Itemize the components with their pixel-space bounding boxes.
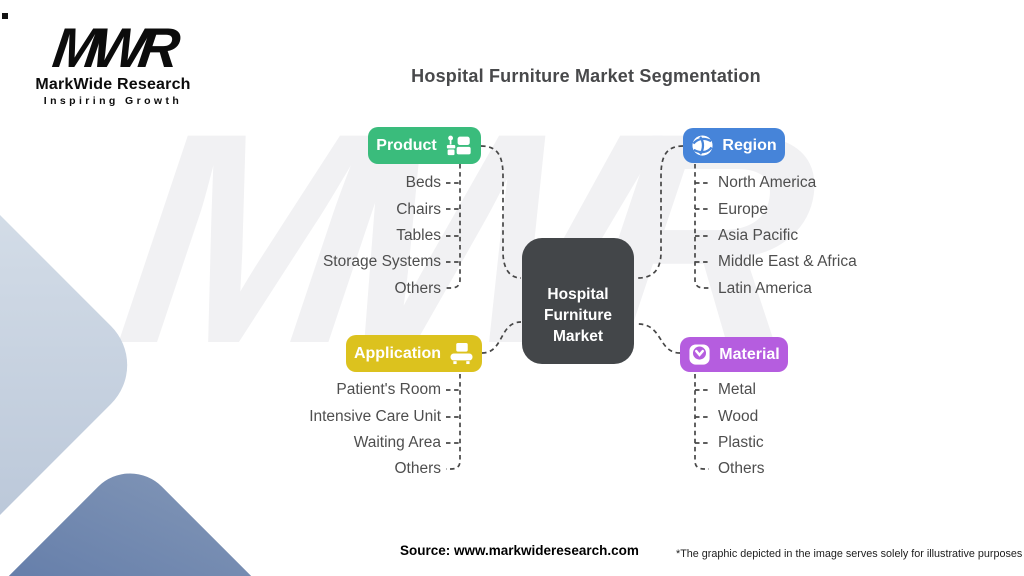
- brand-name: MarkWide Research: [35, 76, 191, 93]
- segment-item: North America: [718, 174, 817, 192]
- sofa-icon: [450, 342, 473, 365]
- segment-item: Tables: [396, 226, 441, 244]
- segment-item: Chairs: [396, 200, 441, 218]
- segment-item: Latin America: [718, 279, 812, 297]
- diagram-title: Hospital Furniture Market Segmentation: [411, 66, 761, 86]
- product-spine-line: [446, 164, 461, 289]
- application-spine-line: [446, 374, 461, 470]
- corner-dot: [2, 13, 8, 19]
- application-item-ticks: [446, 389, 460, 444]
- product-to-center-line: [480, 145, 522, 279]
- central-node: Hospital Furniture Market: [522, 238, 634, 364]
- branch-label-product: Product: [376, 136, 437, 154]
- branch-node-region: Region: [683, 128, 785, 163]
- product-item-ticks: [446, 182, 460, 263]
- branch-node-product: Product: [368, 127, 481, 164]
- branch-label-material: Material: [719, 345, 780, 363]
- region-spine-line: [694, 164, 709, 289]
- branch-node-application: Application: [346, 335, 482, 372]
- region-item-ticks: [695, 182, 709, 263]
- brand-tagline: Inspiring Growth: [43, 95, 183, 107]
- segment-item: Plastic: [718, 433, 764, 451]
- globe-icon: [692, 135, 713, 156]
- segment-item: Europe: [718, 200, 768, 218]
- disclaimer-text: *The graphic depicted in the image serve…: [676, 548, 1023, 560]
- segment-item: Patient's Room: [336, 381, 441, 399]
- segment-item: Others: [394, 279, 441, 297]
- hospital-bed-icon: [446, 135, 471, 156]
- application-to-center-line: [481, 321, 522, 354]
- central-node-line: Market: [553, 328, 603, 345]
- segment-item: Waiting Area: [353, 433, 441, 451]
- central-node-line: Hospital: [547, 286, 609, 303]
- branch-label-region: Region: [722, 136, 777, 154]
- brand-logo-mark: MWR: [49, 16, 177, 79]
- material-spine-line: [694, 374, 709, 470]
- material-icon: [689, 344, 710, 365]
- segment-item: Wood: [718, 407, 759, 425]
- segment-item: Others: [718, 460, 765, 478]
- brand-logo: MWR MarkWide Research Inspiring Growth: [30, 16, 196, 107]
- branch-node-material: Material: [680, 337, 788, 372]
- central-node-line: Furniture: [543, 307, 613, 324]
- segment-item: Beds: [405, 174, 441, 192]
- segment-item: Asia Pacific: [718, 226, 799, 244]
- segment-item: Metal: [718, 381, 756, 399]
- segment-item: Middle East & Africa: [718, 253, 857, 271]
- segment-item: Others: [394, 460, 441, 478]
- material-item-ticks: [695, 389, 709, 444]
- material-to-center-line: [637, 323, 681, 354]
- source-text: Source: www.markwideresearch.com: [400, 543, 639, 558]
- region-to-center-line: [637, 145, 684, 279]
- branch-label-application: Application: [353, 344, 442, 362]
- segment-item: Intensive Care Unit: [309, 407, 441, 425]
- segment-item: Storage Systems: [322, 253, 441, 271]
